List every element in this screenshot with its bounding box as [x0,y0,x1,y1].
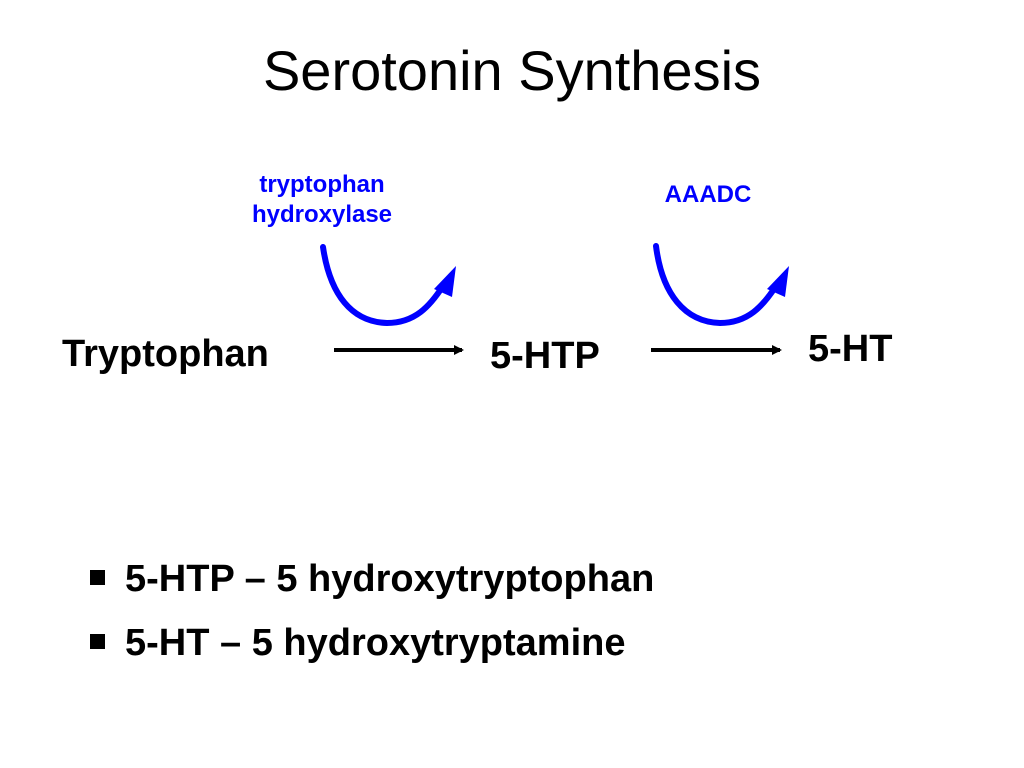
bullet-text: 5-HT – 5 hydroxytryptamine [125,622,626,664]
slide-title: Serotonin Synthesis [262,39,762,102]
curved-enzyme-arrow-1 [320,244,456,327]
definition-list: 5-HTP – 5 hydroxytryptophan 5-HT – 5 hyd… [90,556,654,684]
curved-enzyme-arrow-2 [653,243,789,327]
compound-5-ht: 5-HT [808,328,893,370]
enzyme-label-line: tryptophan [259,171,385,198]
list-item: 5-HT – 5 hydroxytryptamine [90,620,654,666]
compound-tryptophan: Tryptophan [62,333,269,375]
bullet-text: 5-HTP – 5 hydroxytryptophan [125,558,655,600]
square-bullet-icon [90,570,105,586]
enzyme-label-line: hydroxylase [251,201,393,228]
enzyme-label-line: AAADC [664,181,752,208]
square-bullet-icon [90,634,105,650]
list-item: 5-HTP – 5 hydroxytryptophan [90,556,654,602]
enzyme-label-aaadc: AAADC [628,180,788,210]
compound-5-htp: 5-HTP [490,335,600,377]
enzyme-label-tryptophan-hydroxylase: tryptophan hydroxylase [222,170,422,230]
